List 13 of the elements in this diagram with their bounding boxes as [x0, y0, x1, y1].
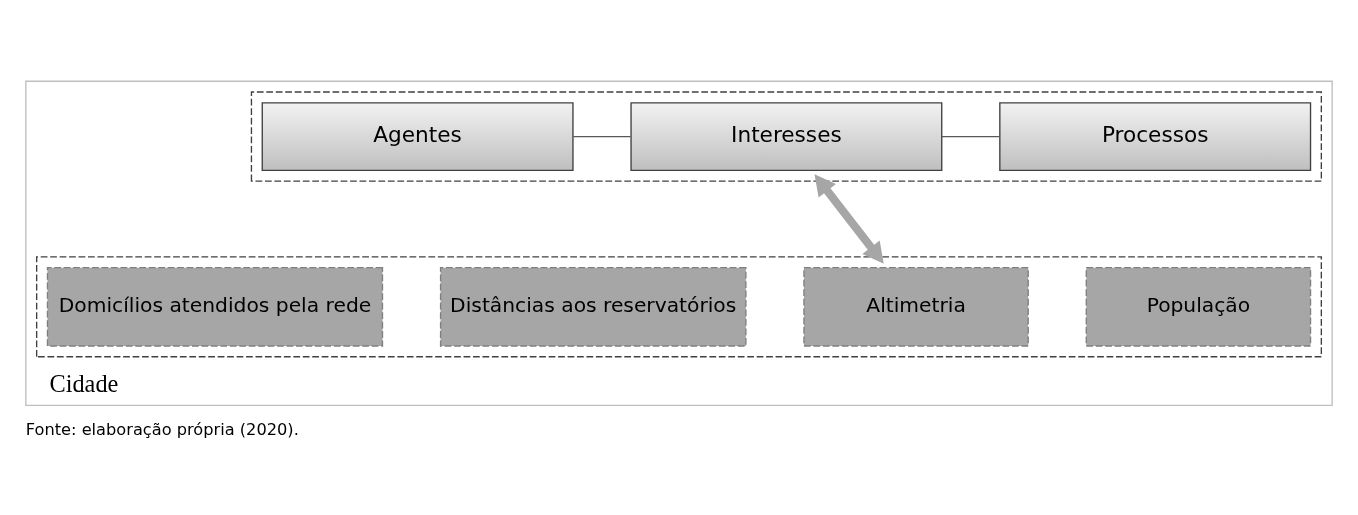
node-box: Processos — [999, 102, 1312, 172]
connector — [572, 135, 632, 138]
arrow — [814, 174, 884, 264]
cluster — [36, 256, 1322, 358]
cluster — [250, 91, 1322, 182]
node-box: Domicílios atendidos pela rede — [46, 266, 384, 347]
node-box: Distâncias aos reservatórios — [439, 266, 747, 347]
node-box: Altimetria — [803, 266, 1029, 347]
caption: Fonte: elaboração própria (2020). — [25, 419, 299, 439]
connector — [941, 135, 1001, 138]
node-box: Interesses — [630, 102, 943, 172]
node-box: População — [1085, 266, 1312, 347]
node-box: Agentes — [261, 102, 574, 172]
